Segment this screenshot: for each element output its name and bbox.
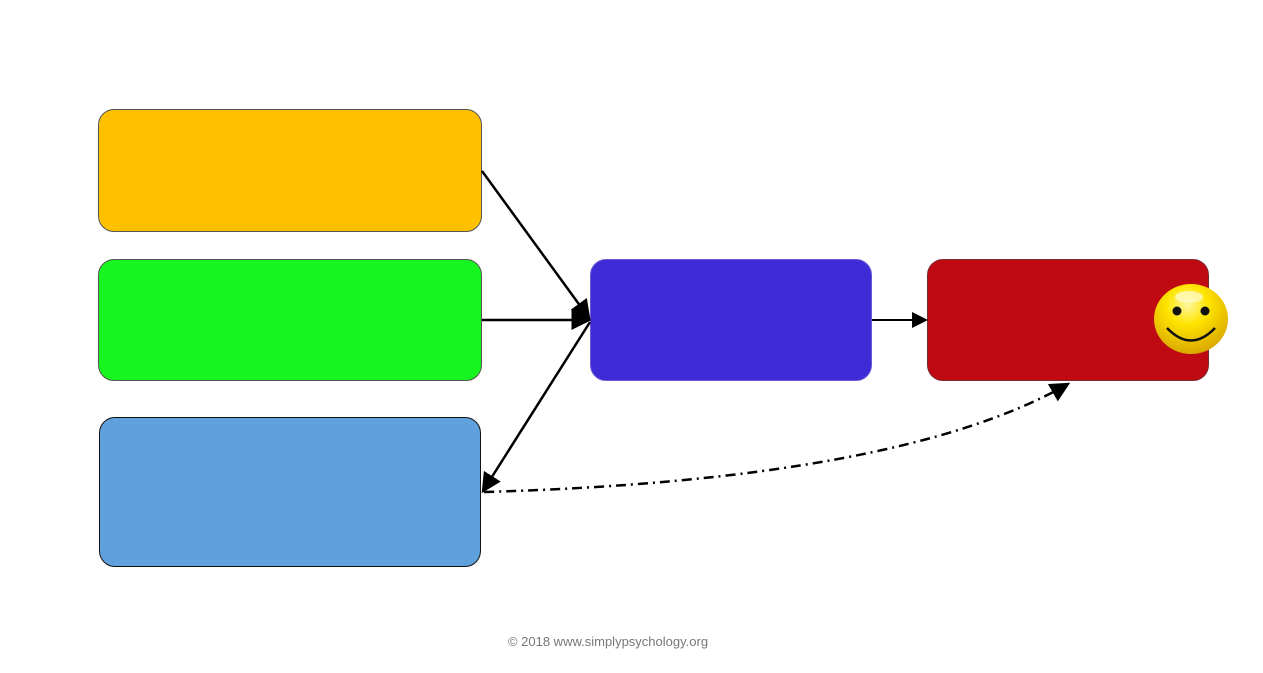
copyright-footer: © 2018 www.simplypsychology.org	[507, 634, 709, 649]
yellow-box	[98, 109, 482, 232]
feedback-dashed-arrow	[483, 382, 1071, 494]
arrow-purple-to-light-blue	[481, 321, 592, 494]
purple-box	[590, 259, 872, 381]
light-blue-box	[99, 417, 481, 567]
arrow-yellow-to-purple	[480, 170, 591, 321]
green-box	[98, 259, 482, 381]
smiley-face-icon	[1154, 284, 1228, 354]
